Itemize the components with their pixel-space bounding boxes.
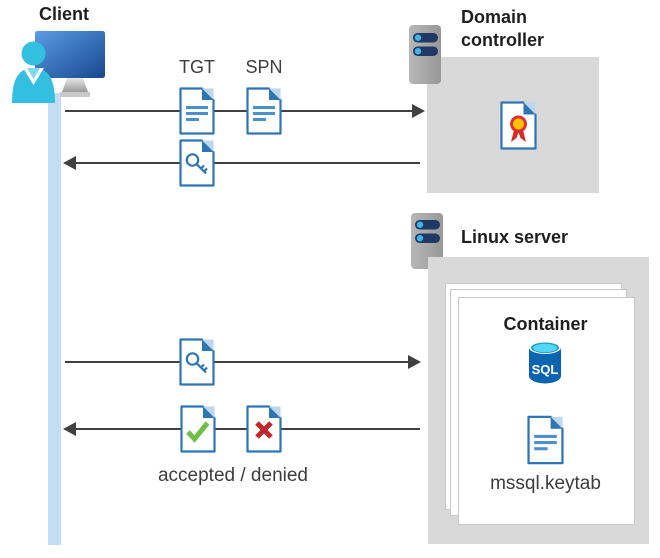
arrow-client-to-server (65, 361, 409, 363)
client-title: Client (38, 4, 89, 24)
linux-server-title: Linux server (461, 227, 569, 247)
key-ticket-icon-2 (179, 338, 215, 386)
container-title: Container (503, 314, 588, 334)
arrow-dc-to-client-head (63, 156, 76, 170)
arrow-dc-to-client (75, 162, 420, 164)
spn-label: SPN (245, 57, 283, 77)
certificate-icon (500, 101, 537, 150)
domain-controller-server-icon (409, 25, 441, 84)
key-ticket-icon (179, 139, 215, 187)
sql-label: SQL (532, 362, 559, 377)
arrow-client-to-dc (65, 110, 413, 112)
arrow-client-to-server-head (408, 355, 421, 369)
tgt-label: TGT (179, 57, 215, 77)
spn-document-icon (246, 87, 282, 135)
keytab-label: mssql.keytab (490, 473, 601, 494)
accepted-check-icon (180, 405, 216, 453)
keytab-file-icon (527, 415, 564, 465)
container-card (458, 297, 635, 525)
result-label: accepted / denied (157, 465, 308, 486)
sql-database-icon: SQL (529, 341, 561, 384)
arrow-client-to-dc-head (412, 104, 425, 118)
client-lifeline (48, 93, 61, 545)
domain-controller-title: Domain controller (461, 7, 545, 50)
denied-x-icon (246, 405, 282, 453)
linux-server-server-icon (411, 213, 443, 269)
tgt-document-icon (179, 87, 215, 135)
client-monitor-person-icon (12, 31, 105, 103)
arrow-server-to-client-head (63, 422, 76, 436)
